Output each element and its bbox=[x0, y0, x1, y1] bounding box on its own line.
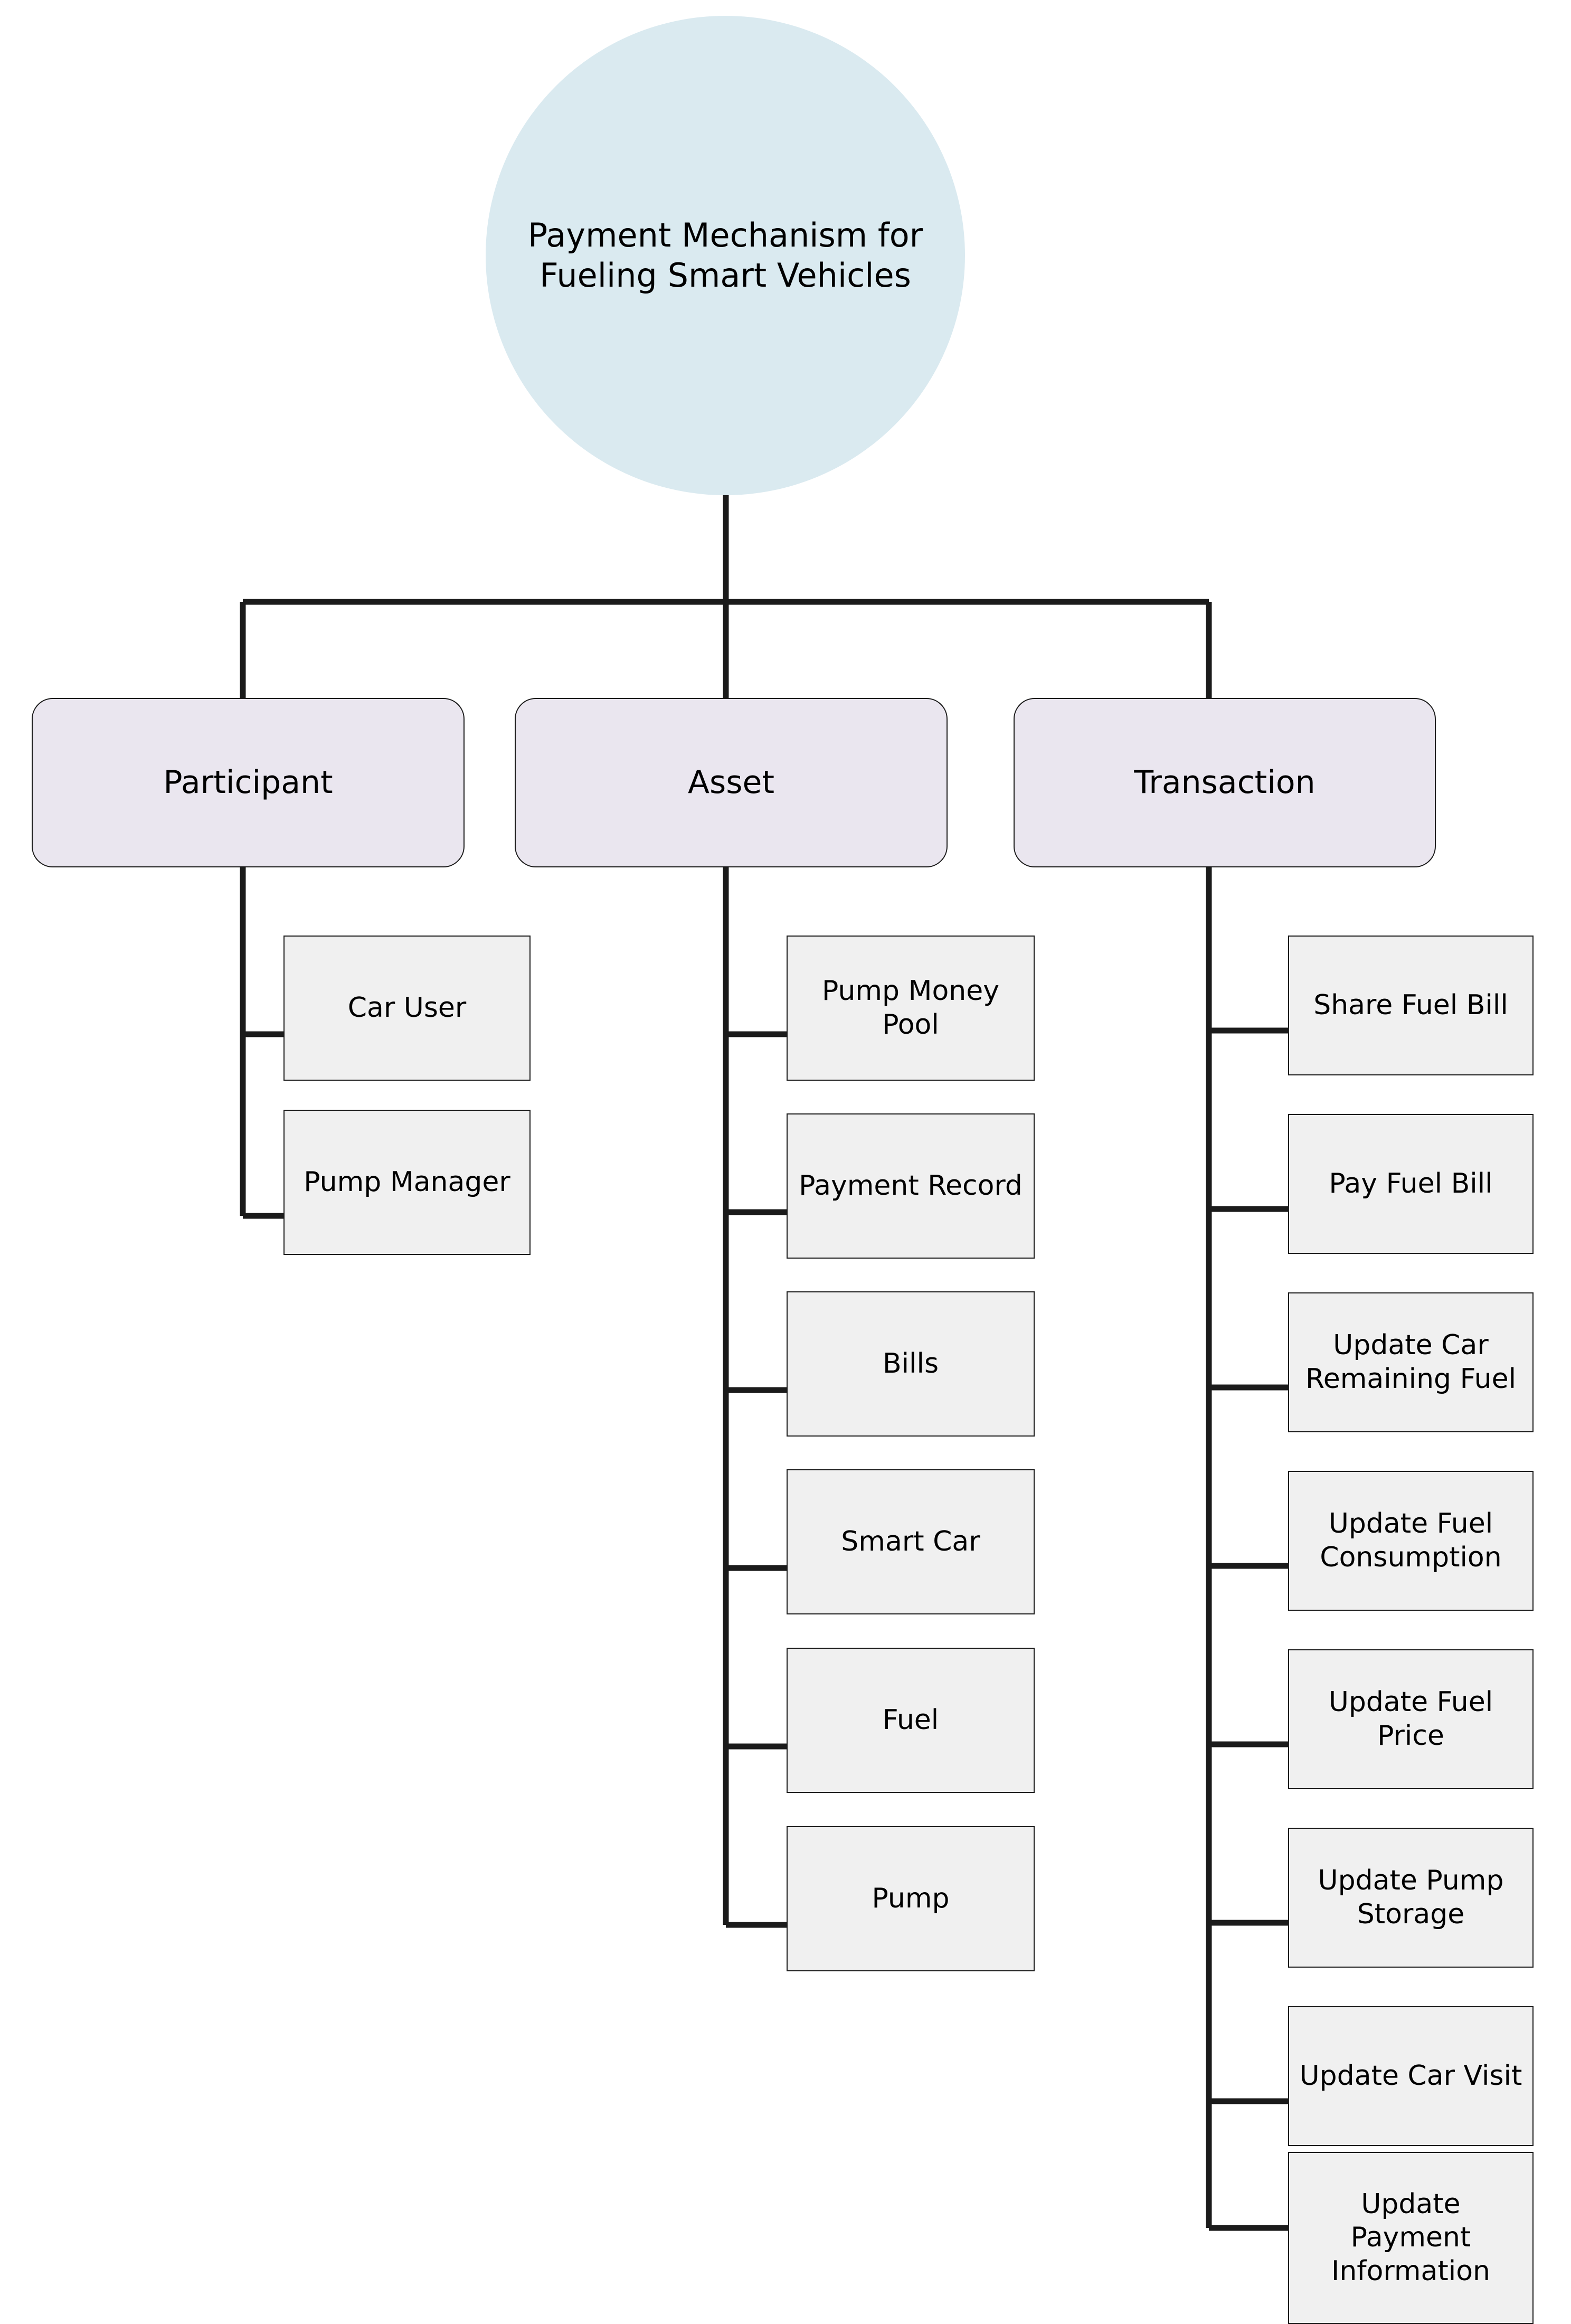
category-label-participant: Participant bbox=[163, 763, 333, 801]
leaf-label-pump-manager: Pump Manager bbox=[304, 1166, 510, 1198]
leaf-label-update-fuel-consumption: Update Fuel Consumption bbox=[1320, 1508, 1502, 1573]
category-node-asset[interactable]: Asset bbox=[515, 698, 948, 867]
root-node-label: Payment Mechanism for Fueling Smart Vehi… bbox=[527, 216, 923, 295]
leaf-label-fuel: Fuel bbox=[882, 1704, 939, 1736]
category-label-asset: Asset bbox=[687, 763, 774, 801]
leaf-node-fuel[interactable]: Fuel bbox=[787, 1648, 1035, 1793]
leaf-node-update-car-visit[interactable]: Update Car Visit bbox=[1288, 2006, 1534, 2146]
category-node-transaction[interactable]: Transaction bbox=[1014, 698, 1436, 867]
leaf-label-payment-record: Payment Record bbox=[799, 1169, 1023, 1202]
leaf-label-update-car-visit: Update Car Visit bbox=[1299, 2060, 1522, 2092]
leaf-label-pump: Pump bbox=[872, 1882, 950, 1914]
leaf-node-update-fuel-consumption[interactable]: Update Fuel Consumption bbox=[1288, 1471, 1534, 1611]
leaf-node-update-car-remaining-fuel[interactable]: Update Car Remaining Fuel bbox=[1288, 1292, 1534, 1432]
leaf-label-pump-money-pool: Pump Money Pool bbox=[822, 975, 999, 1041]
leaf-label-share-fuel-bill: Share Fuel Bill bbox=[1313, 989, 1508, 1021]
leaf-label-smart-car: Smart Car bbox=[841, 1525, 980, 1557]
leaf-node-bills[interactable]: Bills bbox=[787, 1291, 1035, 1437]
leaf-node-pump-manager[interactable]: Pump Manager bbox=[283, 1110, 531, 1255]
root-node[interactable]: Payment Mechanism for Fueling Smart Vehi… bbox=[486, 16, 965, 495]
leaf-label-car-user: Car User bbox=[347, 991, 467, 1024]
leaf-label-update-car-remaining-fuel: Update Car Remaining Fuel bbox=[1305, 1329, 1517, 1395]
leaf-node-smart-car[interactable]: Smart Car bbox=[787, 1469, 1035, 1614]
leaf-label-update-fuel-price: Update Fuel Price bbox=[1328, 1686, 1493, 1752]
category-node-participant[interactable]: Participant bbox=[32, 698, 465, 867]
leaf-node-pump[interactable]: Pump bbox=[787, 1826, 1035, 1971]
leaf-node-pay-fuel-bill[interactable]: Pay Fuel Bill bbox=[1288, 1114, 1534, 1254]
leaf-node-pump-money-pool[interactable]: Pump Money Pool bbox=[787, 936, 1035, 1081]
category-label-transaction: Transaction bbox=[1134, 763, 1316, 801]
leaf-label-update-pump-storage: Update Pump Storage bbox=[1318, 1865, 1504, 1930]
leaf-label-update-payment-information: Update Payment Information bbox=[1331, 2188, 1490, 2287]
leaf-node-share-fuel-bill[interactable]: Share Fuel Bill bbox=[1288, 936, 1534, 1075]
leaf-node-update-pump-storage[interactable]: Update Pump Storage bbox=[1288, 1828, 1534, 1968]
leaf-node-update-payment-information[interactable]: Update Payment Information bbox=[1288, 2152, 1534, 2324]
leaf-label-pay-fuel-bill: Pay Fuel Bill bbox=[1329, 1167, 1493, 1199]
leaf-node-update-fuel-price[interactable]: Update Fuel Price bbox=[1288, 1649, 1534, 1789]
leaf-label-bills: Bills bbox=[882, 1347, 939, 1380]
leaf-node-payment-record[interactable]: Payment Record bbox=[787, 1113, 1035, 1259]
leaf-node-car-user[interactable]: Car User bbox=[283, 936, 531, 1081]
